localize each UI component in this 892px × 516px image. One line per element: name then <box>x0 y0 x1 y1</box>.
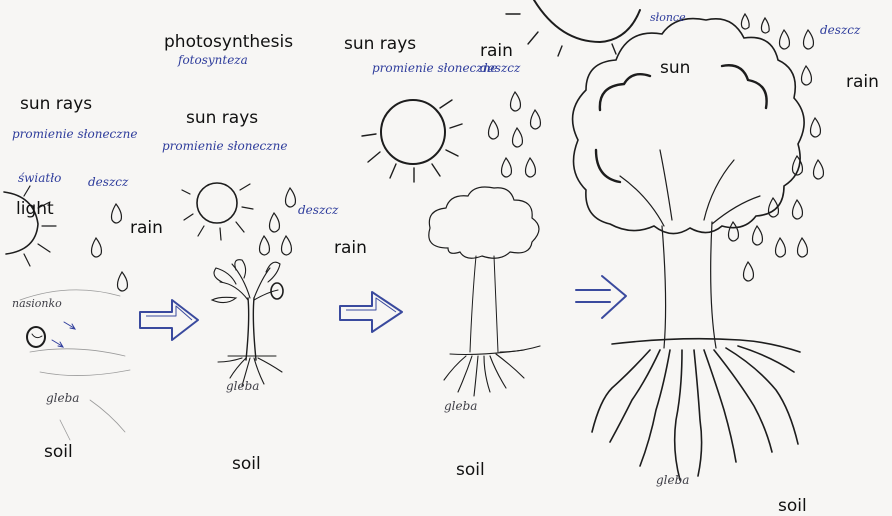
stage-2-sun-rays-handwritten: promienie słoneczne <box>162 140 287 152</box>
big-tree-crown-inner <box>596 65 767 182</box>
stage-4-sun-icon <box>534 0 640 42</box>
stage-3-roots <box>444 346 540 396</box>
progress-arrow-3 <box>576 276 626 318</box>
stage-1-raindrops-icon <box>92 204 128 291</box>
big-tree-roots <box>592 339 800 480</box>
stage-3-sun-rays-icon <box>362 100 462 182</box>
photosynthesis-title: photosynthesis <box>164 34 293 51</box>
stage-1-rain-label: rain <box>130 220 163 237</box>
stage-4-rain-label: rain <box>846 74 879 91</box>
stage-3-raindrops-icon <box>489 92 541 177</box>
stage-1-light-handwritten: światło <box>18 172 61 184</box>
stage-4-rain-handwritten: deszcz <box>820 24 860 36</box>
stage-2-sapling <box>182 183 295 386</box>
stage-1-sun-rays-label: sun rays <box>20 96 92 113</box>
progress-arrow-1 <box>140 300 198 340</box>
sapling-stem <box>246 298 256 360</box>
stage-4-soil-handwritten: gleba <box>656 474 689 486</box>
stage-4-soil-label: soil <box>778 498 807 515</box>
stage-3-rain-label: rain <box>480 43 513 60</box>
stage-4-sun-rays-icon <box>506 14 616 56</box>
progress-arrow-2 <box>340 292 402 332</box>
young-tree-crown <box>429 187 539 258</box>
stage-1-soil-sketch <box>20 290 130 440</box>
stage-3-sun-rays-handwritten: promienie słoneczne <box>372 62 497 74</box>
stage-2-sun-rays-label: sun rays <box>186 110 258 127</box>
stage-3-soil-label: soil <box>456 462 485 479</box>
stage-2-rain-label: rain <box>334 240 367 257</box>
stage-1-seed-handwritten: nasionko <box>12 298 62 309</box>
stage-3-sun-icon <box>381 100 445 164</box>
stage-2-rain-handwritten: deszcz <box>298 204 338 216</box>
seed-pointer-arrows-icon <box>52 322 75 347</box>
stage-2-soil-handwritten: gleba <box>226 380 259 392</box>
stage-2-sun-rays-icon <box>182 184 253 240</box>
stage-3-sun-rays-label: sun rays <box>344 36 416 53</box>
big-tree-trunk <box>620 150 760 348</box>
stage-2-raindrops-icon <box>260 188 296 255</box>
stage-4-sun-handwritten: słonce <box>650 12 686 23</box>
stage-3-soil-handwritten: gleba <box>444 400 477 412</box>
stage-2-soil-label: soil <box>232 456 261 473</box>
stage-1-sun-rays-icon <box>24 186 56 266</box>
stage-1-light-label: light <box>16 201 54 218</box>
stage-1-sun-rays-handwritten: promienie słoneczne <box>12 128 137 140</box>
big-tree-crown <box>573 19 805 234</box>
stage-3-young-tree <box>362 92 540 396</box>
stage-2-sun-icon <box>197 183 237 223</box>
young-tree-trunk <box>470 256 498 352</box>
stage-1-rain-handwritten: deszcz <box>88 176 128 188</box>
photosynthesis-handwritten: fotosynteza <box>178 54 248 66</box>
stage-1-soil-handwritten: gleba <box>46 392 79 404</box>
stage-1-soil-label: soil <box>44 444 73 461</box>
sapling-leaves-icon <box>212 260 283 303</box>
stage-4-sun-label: sun <box>660 60 690 77</box>
